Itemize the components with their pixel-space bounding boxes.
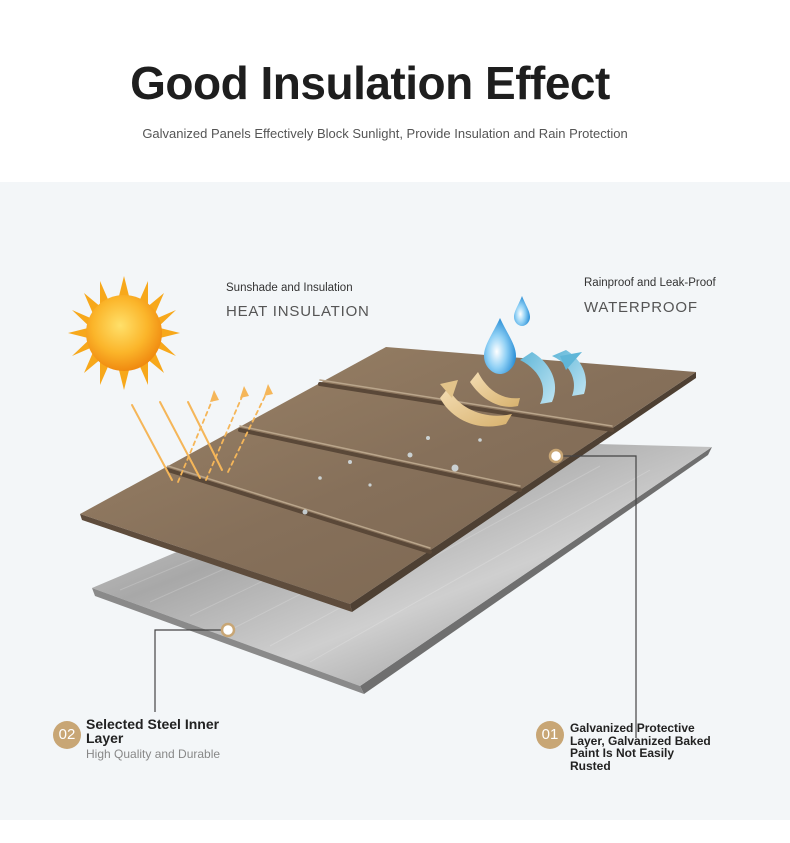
sun-icon [68, 276, 180, 390]
outer-layer-title: Galvanized Protective Layer, Galvanized … [570, 721, 711, 773]
deflect-arrows-icon [440, 350, 586, 427]
leader-line-outer [556, 455, 637, 738]
inner-layer-title: Selected Steel Inner Layer [86, 716, 220, 746]
water-label: Rainproof and Leak-Proof [584, 277, 716, 289]
marker-inner-layer [220, 622, 236, 638]
inner-layer-subtitle: High Quality and Durable [86, 747, 221, 761]
heat-heading: HEAT INSULATION [226, 303, 370, 320]
water-heading: WATERPROOF [584, 299, 698, 316]
galvanized-outer-layer [80, 347, 696, 612]
heat-label: Sunshade and Insulation [226, 282, 353, 294]
layer-number-01: 01 [536, 721, 564, 749]
leader-line-inner [154, 629, 228, 712]
page-subtitle: Galvanized Panels Effectively Block Sunl… [142, 126, 628, 141]
page-title: Good Insulation Effect [130, 57, 610, 109]
sun-rays [131, 384, 273, 483]
layer-number-02: 02 [53, 721, 81, 749]
water-drop-icon [484, 296, 530, 374]
marker-outer-layer [548, 448, 564, 464]
